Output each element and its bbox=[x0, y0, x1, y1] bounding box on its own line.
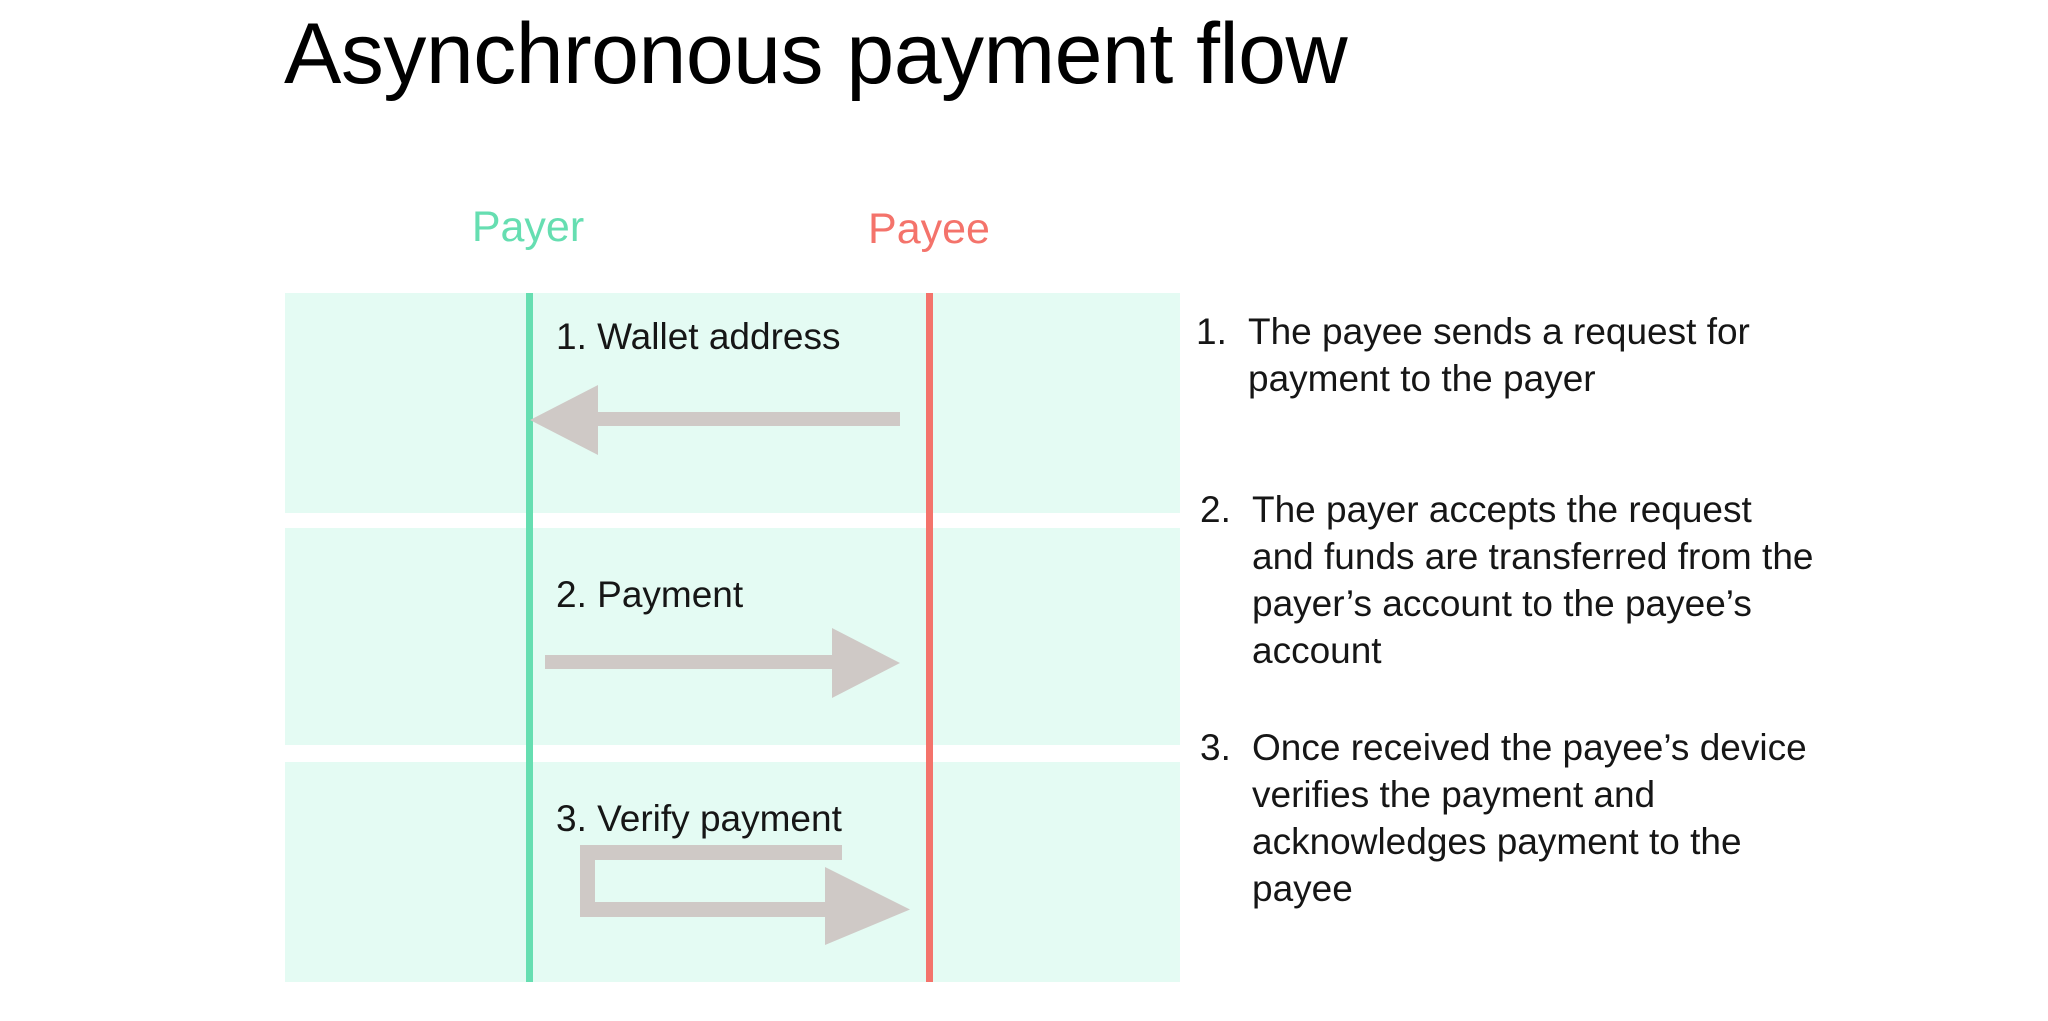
note-item-3: 3. Once received the payee’s device veri… bbox=[1196, 724, 1816, 912]
note-text-1: The payee sends a request for payment to… bbox=[1248, 311, 1750, 399]
sequence-band-step-1 bbox=[285, 293, 1180, 513]
page-title: Asynchronous payment flow bbox=[284, 6, 1348, 102]
lifeline-payee bbox=[926, 293, 933, 982]
note-number-2: 2. bbox=[1200, 489, 1231, 530]
sequence-band-step-2 bbox=[285, 528, 1180, 745]
step-label-2: 2. Payment bbox=[556, 574, 744, 615]
lifeline-payer bbox=[526, 293, 533, 982]
step-label-1: 1. Wallet address bbox=[556, 316, 841, 357]
notes-list: 1. The payee sends a request for payment… bbox=[1196, 308, 1816, 912]
note-item-2: 2. The payer accepts the request and fun… bbox=[1196, 486, 1816, 674]
note-number-1: 1. bbox=[1196, 311, 1227, 352]
note-text-3: Once received the payee’s device verifie… bbox=[1252, 727, 1807, 909]
note-item-1: 1. The payee sends a request for payment… bbox=[1196, 308, 1816, 402]
arrow-left-icon bbox=[530, 385, 900, 455]
note-text-2: The payer accepts the request and funds … bbox=[1252, 489, 1814, 671]
note-number-3: 3. bbox=[1200, 727, 1231, 768]
actor-label-payee: Payee bbox=[868, 205, 990, 253]
arrow-right-icon bbox=[545, 628, 900, 698]
sequence-band-step-3 bbox=[285, 762, 1180, 982]
arrow-loop-right-icon bbox=[580, 845, 910, 945]
actor-label-payer: Payer bbox=[471, 203, 585, 251]
step-label-3: 3. Verify payment bbox=[556, 798, 842, 839]
